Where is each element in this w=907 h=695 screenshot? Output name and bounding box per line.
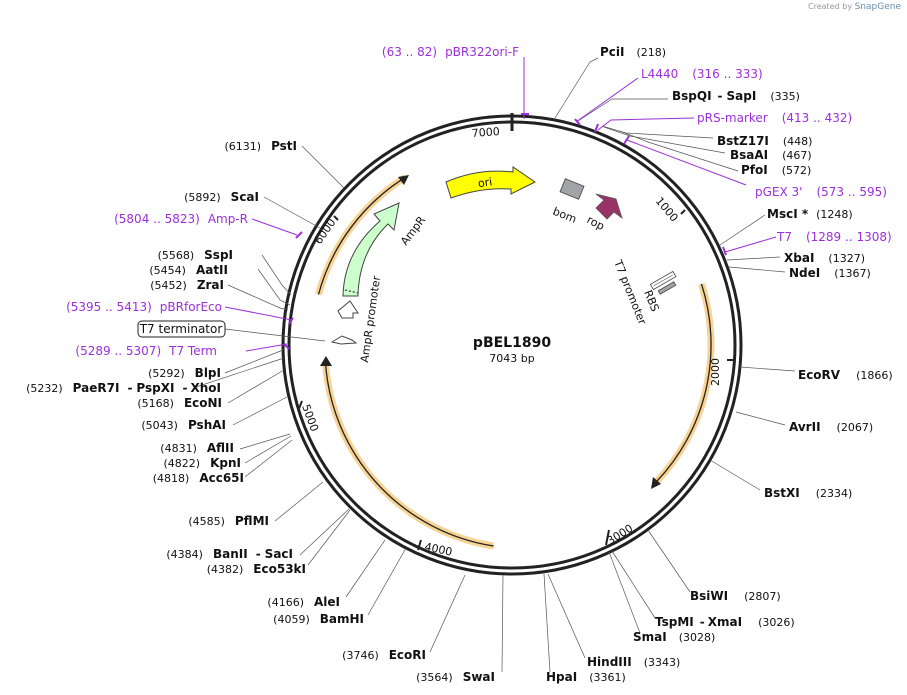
tick-3000: 3000 xyxy=(605,522,636,548)
site-smai: SmaI(3028) xyxy=(633,630,715,644)
tick-mark-6000 xyxy=(333,215,339,221)
site-xbai: XbaI(1327) xyxy=(784,251,865,265)
site-aatii: (5454)AatII xyxy=(149,263,228,277)
site-paer7i-pspxi-xhoi: (5232)PaeR7I-PspXI-XhoI xyxy=(26,381,221,395)
tick-6000: 6000 xyxy=(312,216,339,246)
tick-mark-1000 xyxy=(680,209,686,215)
site-econi: (5168)EcoNI xyxy=(137,396,222,410)
site-bstz17i: BstZ17I(448) xyxy=(717,134,812,148)
rop-label: rop xyxy=(585,213,607,233)
site-bspqi-sapi: BspQI-SapI(335) xyxy=(672,89,800,103)
site-pfoi: PfoI(572) xyxy=(741,163,811,177)
site-alei: (4166)AleI xyxy=(267,595,340,609)
bom-feature xyxy=(559,178,585,200)
site-bsiwi: BsiWI(2807) xyxy=(690,589,781,603)
primer-amp-r: (5804 .. 5823)Amp-R xyxy=(114,212,248,226)
tick-mark-3000 xyxy=(605,529,610,546)
tick-1000: 1000 xyxy=(653,195,681,225)
t7-promoter-feature xyxy=(649,270,677,291)
primer-marks xyxy=(283,113,727,350)
orf-arc-bottom-line xyxy=(324,361,494,547)
snapgene-logo-icon: SnapGene xyxy=(854,2,901,12)
site-pcii: PciI(218) xyxy=(600,45,666,59)
ampr-label: AmpR xyxy=(398,213,428,247)
site-ecorv: EcoRV(1866) xyxy=(798,368,893,382)
tick-2000: 2000 xyxy=(709,358,722,386)
leader-lines xyxy=(195,57,796,673)
primer-l4440: L4440(316 .. 333) xyxy=(641,67,763,81)
ampr-promoter-label: AmpR promoter xyxy=(358,275,383,364)
orf-arc-left-head xyxy=(398,175,409,185)
primer-prs-marker: pRS-marker(413 .. 432) xyxy=(697,111,852,125)
site-hindiii: HindIII(3343) xyxy=(587,655,680,669)
site-kpni: (4822)KpnI xyxy=(164,456,241,470)
site-zrai: (5452)ZraI xyxy=(150,278,224,292)
primer-t7: T7(1289 .. 1308) xyxy=(776,230,892,244)
site-psti: (6131)PstI xyxy=(224,139,297,153)
site-acc65i: (4818)Acc65I xyxy=(153,471,244,485)
primer-pgex-3: pGEX 3'(573 .. 595) xyxy=(755,185,887,199)
tick-mark-4000 xyxy=(417,539,422,551)
orf-arc-bottom xyxy=(321,361,495,550)
site-pshai: (5043)PshAI xyxy=(141,418,226,432)
ampr-feature xyxy=(342,202,400,297)
site-scai: (5892)ScaI xyxy=(184,190,259,204)
rop-feature xyxy=(595,193,623,220)
t7-terminator-feature xyxy=(330,335,358,345)
orf-arc-left xyxy=(315,174,408,296)
ori-feature xyxy=(445,166,536,199)
site-tspmi-xmai: TspMI-XmaI(3026) xyxy=(655,615,795,629)
site-bamhi: (4059)BamHI xyxy=(273,612,364,626)
site-bstxi: BstXI(2334) xyxy=(764,486,852,500)
site-swai: (3564)SwaI xyxy=(416,670,495,684)
site-ndei: NdeI(1367) xyxy=(789,266,871,280)
plasmid-length: 7043 bp xyxy=(489,352,534,365)
site-blpi: (5292)BlpI xyxy=(148,366,221,380)
watermark: Created by SnapGene xyxy=(808,2,901,12)
orf-arc-right xyxy=(653,282,715,485)
orf-arc-bottom-head xyxy=(320,356,332,366)
orf-arc-left-line xyxy=(317,176,406,295)
site-aflii: (4831)AflII xyxy=(160,441,234,455)
primer-pbrforeco: (5395 .. 5413)pBRforEco xyxy=(66,300,222,314)
site-sspi: (5568)SspI xyxy=(158,248,233,262)
primer-pbr322ori-f: (63 .. 82)pBR322ori-F xyxy=(382,45,519,59)
tick-mark-5000 xyxy=(297,400,303,412)
site-banii-saci: (4384)BanII-SacI xyxy=(166,547,293,561)
site-bsaai: BsaAI(467) xyxy=(730,148,812,162)
t7-terminator-label: T7 terminator xyxy=(139,322,223,336)
tick-4000: 4000 xyxy=(423,540,453,559)
site-eco53ki: (4382)Eco53kI xyxy=(207,562,306,576)
site-ecori: (3746)EcoRI xyxy=(342,648,426,662)
plasmid-name: pBEL1890 xyxy=(473,335,551,351)
primer-t7-term: (5289 .. 5307)T7 Term xyxy=(75,344,217,358)
rbs-feature xyxy=(657,281,677,295)
ori-label: ori xyxy=(477,175,493,190)
site-pflmi: (4585)PflMI xyxy=(188,514,269,528)
tick-7000: 7000 xyxy=(471,125,500,140)
ampr-promoter-feature xyxy=(337,300,359,319)
orf-arc-right-head xyxy=(651,477,661,489)
site-avrii: AvrII(2067) xyxy=(789,420,873,434)
site-hpai: HpaI(3361) xyxy=(546,670,626,684)
watermark-prefix: Created by xyxy=(808,2,853,11)
site-msci: MscI *(1248) xyxy=(767,207,853,221)
t7-terminator-box xyxy=(137,320,226,338)
orf-arc-right-line xyxy=(655,283,712,483)
bom-label: bom xyxy=(551,205,579,226)
